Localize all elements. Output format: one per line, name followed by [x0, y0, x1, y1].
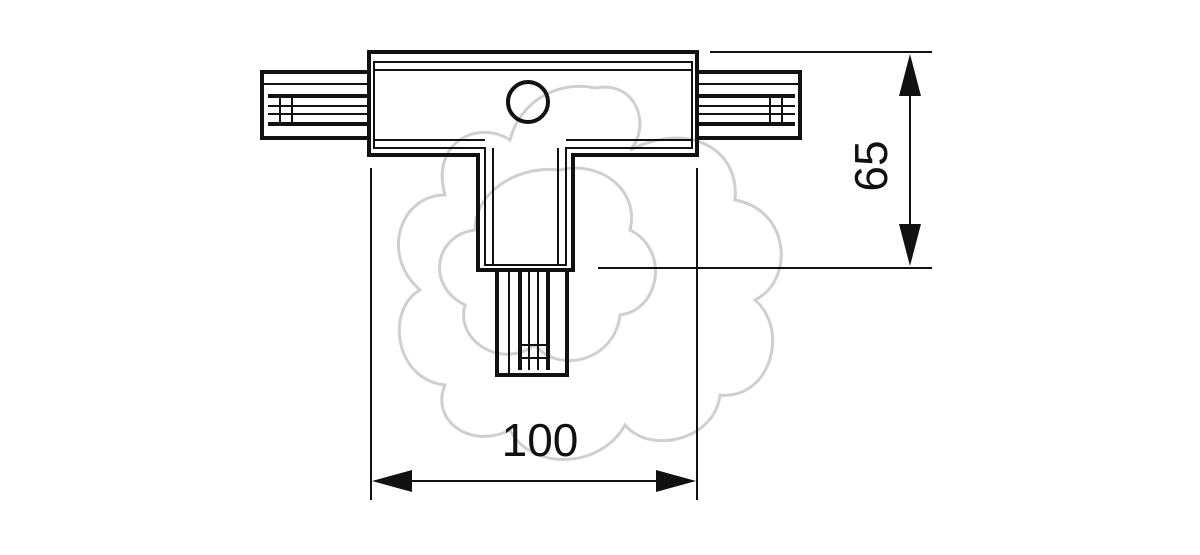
height-arrow-top	[899, 54, 921, 96]
watermark-flower-icon	[396, 84, 783, 461]
width-arrow-left	[372, 470, 412, 492]
right-rail-adapter	[695, 70, 802, 140]
dimension-lines	[370, 51, 932, 500]
height-dimension-label: 65	[845, 140, 897, 191]
width-arrow-right	[656, 470, 696, 492]
housing-inner-outline	[373, 61, 693, 266]
width-dimension-label: 100	[502, 414, 579, 466]
bottom-stem-adapter	[495, 268, 569, 377]
mounting-hole	[506, 80, 550, 124]
t-connector	[260, 50, 802, 377]
left-rail-adapter	[260, 70, 371, 140]
height-arrow-bottom	[899, 224, 921, 266]
